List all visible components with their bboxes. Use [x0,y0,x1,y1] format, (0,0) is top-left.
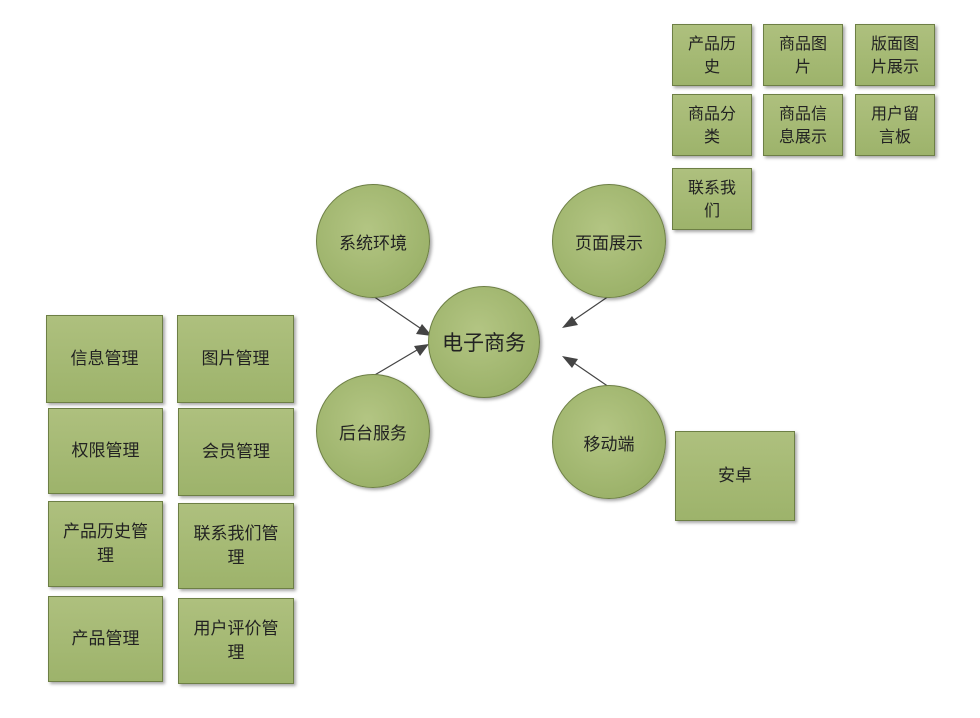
backend-item-product-history-mgmt: 产品历史管理 [48,501,163,587]
center-node: 电子商务 [428,286,540,398]
page-item-message-board: 用户留言板 [855,94,935,156]
backend-item-product-mgmt: 产品管理 [48,596,163,682]
backend-item-review-mgmt: 用户评价管理 [178,598,294,684]
arrowhead-mobile [562,356,578,368]
connector-system-env [372,295,421,329]
backend-item-permission-mgmt: 权限管理 [48,408,163,494]
node-mobile: 移动端 [552,385,666,499]
node-page-display: 页面展示 [552,184,666,298]
page-item-product-category: 商品分类 [672,94,752,156]
page-item-product-images: 商品图片 [763,24,843,86]
backend-item-contact-mgmt: 联系我们管理 [178,503,294,589]
connector-page-display [573,295,610,321]
page-item-layout-images: 版面图片展示 [855,24,935,86]
node-system-env: 系统环境 [316,184,430,298]
arrowhead-page-display [562,316,578,328]
backend-item-info-mgmt: 信息管理 [46,315,163,403]
page-item-product-history: 产品历史 [672,24,752,86]
page-item-product-info: 商品信息展示 [763,94,843,156]
backend-item-image-mgmt: 图片管理 [177,315,294,403]
connector-mobile [573,362,610,388]
node-backend: 后台服务 [316,374,430,488]
arrowhead-backend [414,344,429,356]
connector-backend [372,349,418,377]
mobile-item-android: 安卓 [675,431,795,521]
backend-item-member-mgmt: 会员管理 [178,408,294,496]
page-item-contact-us: 联系我们 [672,168,752,230]
